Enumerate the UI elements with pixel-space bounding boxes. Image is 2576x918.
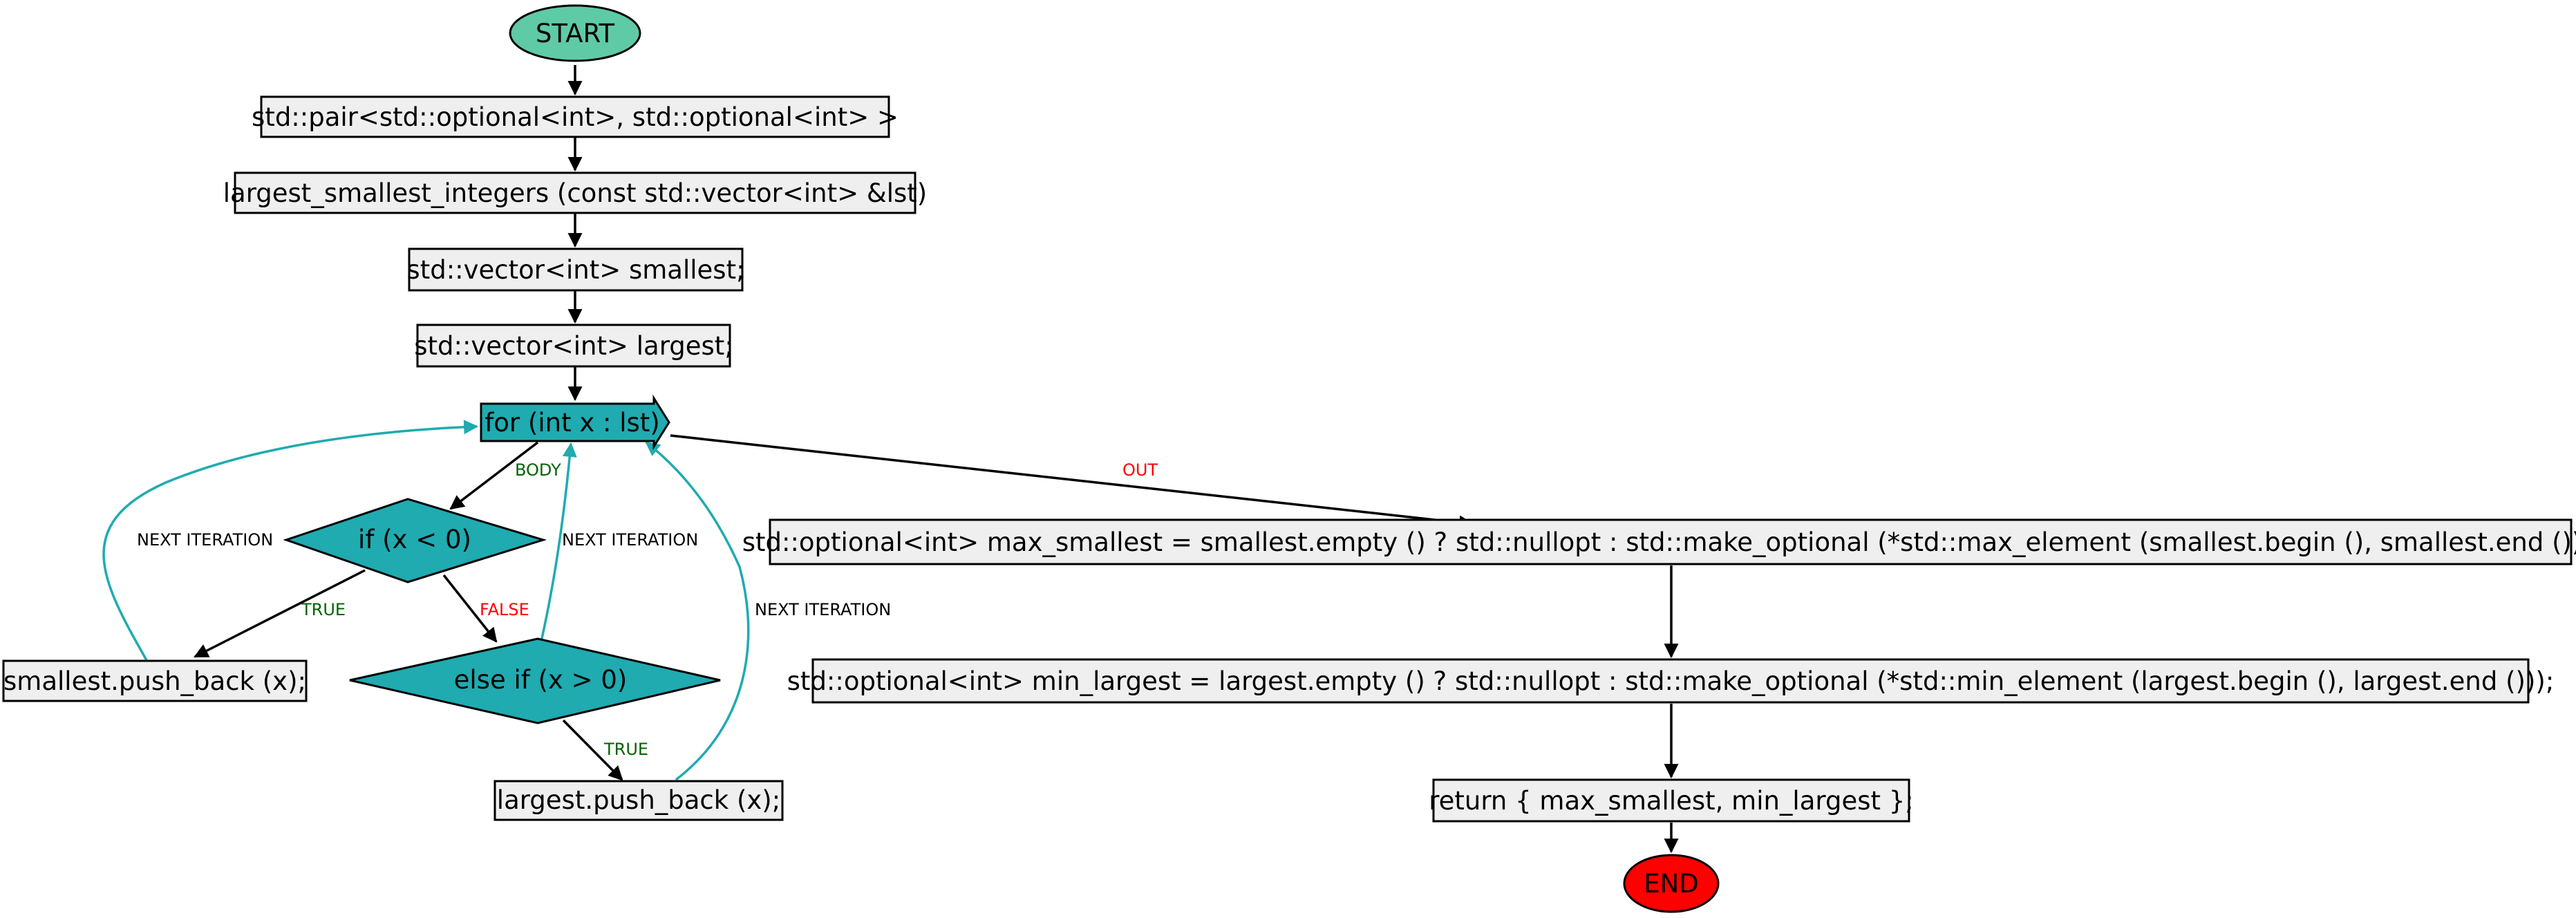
label-false-neg: FALSE — [480, 600, 529, 619]
decl-largest-box — [416, 324, 731, 368]
signature-name-box — [234, 171, 916, 214]
node-signature-name: largest_smallest_integers (const std::ve… — [223, 171, 927, 214]
start-label: START — [536, 19, 615, 48]
edge-loop-body — [449, 441, 539, 510]
return-label: return { max_smallest, min_largest }; — [1429, 786, 1914, 816]
edge-if-neg-true — [194, 569, 366, 658]
max-smallest-box — [769, 518, 2573, 565]
min-largest-label: std::optional<int> min_largest = largest… — [787, 666, 2555, 696]
node-cond-neg: if (x < 0) — [283, 498, 547, 583]
edge-if-pos-true — [562, 719, 623, 781]
min-largest-box — [811, 658, 2530, 704]
node-return: return { max_smallest, min_largest }; — [1429, 778, 1914, 823]
cond-neg-diamond — [283, 498, 547, 583]
node-max-smallest: std::optional<int> max_smallest = smalle… — [742, 518, 2576, 565]
node-end: END — [1623, 854, 1720, 913]
edge-next-iteration-mid — [540, 442, 577, 642]
return-box — [1432, 778, 1910, 823]
node-signature-return: std::pair<std::optional<int>, std::optio… — [252, 95, 899, 138]
node-push-smallest: smallest.push_back (x); — [2, 659, 308, 702]
decl-largest-label: std::vector<int> largest; — [414, 331, 733, 361]
label-next-iteration-mid: NEXT ITERATION — [562, 530, 698, 550]
label-next-iteration-left: NEXT ITERATION — [137, 530, 273, 550]
cond-neg-label: if (x < 0) — [358, 525, 471, 554]
cond-pos-diamond — [349, 637, 721, 724]
node-start: START — [509, 4, 641, 62]
signature-return-label: std::pair<std::optional<int>, std::optio… — [252, 102, 899, 132]
label-out: OUT — [1122, 460, 1158, 480]
end-label: END — [1644, 869, 1699, 899]
decl-smallest-box — [408, 247, 744, 292]
end-terminal — [1623, 854, 1720, 913]
start-terminal — [509, 4, 641, 62]
cond-pos-label: else if (x > 0) — [454, 665, 628, 695]
node-cond-pos: else if (x > 0) — [349, 637, 721, 724]
label-true-pos: TRUE — [603, 740, 648, 759]
node-decl-smallest: std::vector<int> smallest; — [406, 247, 745, 292]
loop-shape — [480, 394, 670, 451]
decl-smallest-label: std::vector<int> smallest; — [406, 255, 744, 285]
node-push-largest: largest.push_back (x); — [493, 780, 784, 821]
edge-next-iteration-left — [102, 420, 479, 661]
edge-next-iteration-right — [645, 441, 750, 781]
push-smallest-label: smallest.push_back (x); — [3, 666, 306, 696]
push-smallest-box — [2, 659, 308, 702]
edge-if-neg-false — [442, 574, 498, 643]
push-largest-box — [493, 780, 784, 821]
node-decl-largest: std::vector<int> largest; — [414, 324, 733, 368]
node-loop: for (int x : lst) — [480, 394, 670, 451]
edge-labels: BODY OUT TRUE FALSE TRUE NEXT ITERATION … — [137, 460, 1158, 759]
label-true-neg: TRUE — [301, 600, 346, 619]
label-next-iteration-right: NEXT ITERATION — [755, 600, 891, 619]
node-min-largest: std::optional<int> min_largest = largest… — [787, 658, 2555, 704]
push-largest-label: largest.push_back (x); — [497, 785, 780, 815]
signature-return-box — [260, 95, 890, 138]
loop-label: for (int x : lst) — [485, 408, 659, 438]
edge-loop-out — [670, 434, 1474, 530]
signature-name-label: largest_smallest_integers (const std::ve… — [223, 178, 927, 208]
edges — [102, 65, 1679, 854]
label-body: BODY — [515, 460, 561, 480]
max-smallest-label: std::optional<int> max_smallest = smalle… — [742, 527, 2576, 557]
